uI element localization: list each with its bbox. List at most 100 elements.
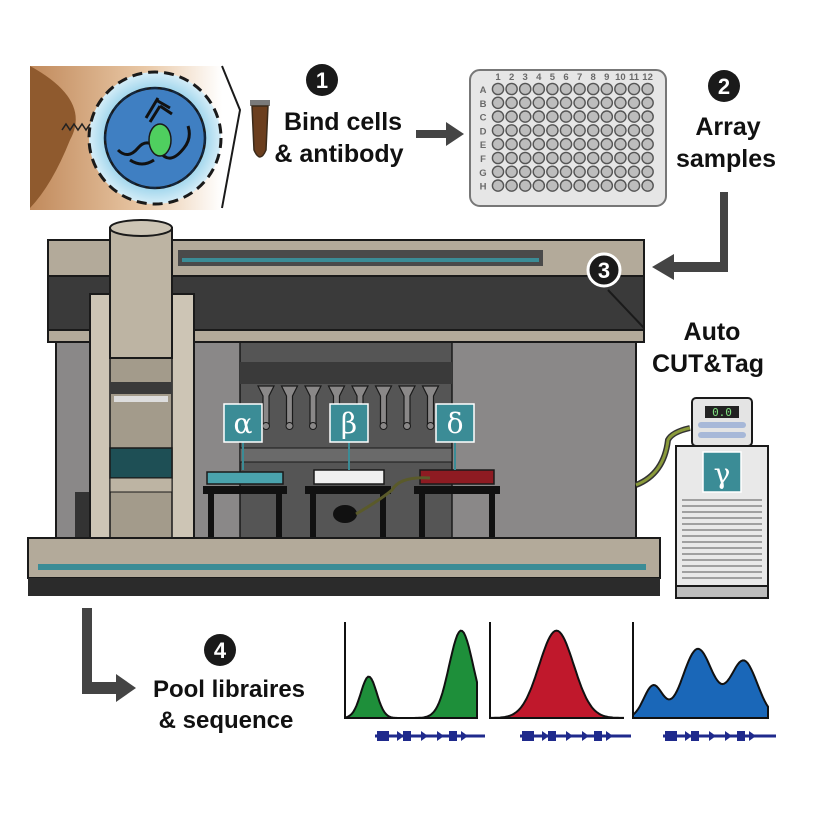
plate-well xyxy=(573,110,586,123)
step-3-number: 3 xyxy=(598,258,610,283)
plate-well xyxy=(505,137,518,151)
plate-well xyxy=(627,124,641,137)
plate-row-label: B xyxy=(480,99,487,110)
chiller-vents xyxy=(682,499,762,579)
plate-well xyxy=(491,165,505,179)
plate-well xyxy=(641,96,654,110)
plate-well xyxy=(641,165,654,179)
plate-well xyxy=(532,165,546,179)
plate-well xyxy=(559,179,573,192)
plate-well xyxy=(641,110,654,123)
plate-well xyxy=(627,151,641,165)
gene-model xyxy=(375,731,485,741)
plate-well xyxy=(491,82,505,96)
plate-well xyxy=(627,82,641,96)
plate-well xyxy=(518,96,532,110)
plate-well xyxy=(614,110,627,123)
plate-well xyxy=(505,124,518,137)
coverage-track xyxy=(489,622,631,741)
cell-panel xyxy=(30,65,270,210)
plate-well xyxy=(641,179,654,192)
chiller-unit: 0.0 γ xyxy=(634,397,769,599)
plate-well xyxy=(546,137,559,151)
plate-well xyxy=(559,165,573,179)
plate-well xyxy=(505,82,518,96)
plate-well xyxy=(532,96,546,110)
arrow-3-to-4 xyxy=(82,608,136,702)
plate-well xyxy=(559,110,573,123)
deck-station-alpha xyxy=(203,471,287,538)
plate-row-label: E xyxy=(480,140,486,151)
plate-well xyxy=(532,137,546,151)
plate-well xyxy=(600,124,614,137)
plate-column-label: 7 xyxy=(577,72,582,83)
step-1-label-line-1: Bind cells xyxy=(284,108,402,136)
plate-row-label: G xyxy=(479,168,486,179)
gene-exon xyxy=(522,731,534,741)
gene-exon xyxy=(737,731,745,741)
label-gamma: γ xyxy=(714,457,731,490)
plate-column-label: 6 xyxy=(563,72,568,83)
lcd-display: 0.0 xyxy=(712,406,732,419)
label-delta: δ xyxy=(447,407,464,440)
step-2-label-line-1: Array xyxy=(695,113,760,141)
plate-well xyxy=(573,151,586,165)
plate-well xyxy=(600,165,614,179)
plate-well xyxy=(641,151,654,165)
step-1-label-line-2: & antibody xyxy=(274,140,403,168)
step-1-badge xyxy=(306,64,338,96)
plate-well xyxy=(641,137,654,151)
plate-well xyxy=(559,82,573,96)
plate-well xyxy=(546,82,559,96)
plate-well xyxy=(491,124,505,137)
plate-well xyxy=(491,151,505,165)
step-4: 4 Pool libraires & sequence xyxy=(153,634,305,734)
gene-exon xyxy=(691,731,699,741)
plate-well xyxy=(600,137,614,151)
robot-instrument: α β δ xyxy=(27,219,661,596)
plate-column-label: 10 xyxy=(615,72,626,83)
step-4-label-line-1: Pool libraires xyxy=(153,676,305,703)
plate-column-label: 11 xyxy=(629,72,640,83)
plate-column-label: 4 xyxy=(536,72,542,83)
step-2-badge xyxy=(708,70,740,102)
plate-well xyxy=(546,124,559,137)
label-beta: β xyxy=(341,407,357,440)
plate-row-label: H xyxy=(480,182,487,193)
plate-well xyxy=(505,179,518,192)
plate-well xyxy=(532,124,546,137)
coverage-peaks xyxy=(489,629,624,719)
step-3: 3 Auto CUT&Tag xyxy=(586,252,764,378)
gene-model xyxy=(520,731,631,741)
plate-well xyxy=(614,124,627,137)
step-4-label-line-2: & sequence xyxy=(159,707,294,734)
plate-well xyxy=(627,137,641,151)
plate-well xyxy=(573,179,586,192)
label-alpha: α xyxy=(234,407,253,440)
plate-wells xyxy=(491,82,654,192)
plate-well xyxy=(505,110,518,123)
plate-well xyxy=(559,124,573,137)
plate-well xyxy=(614,165,627,179)
step-2-label-line-2: samples xyxy=(676,145,776,173)
plate-row-label: D xyxy=(480,126,487,137)
step-2: 2 Array samples xyxy=(676,70,776,173)
plate-column-label: 9 xyxy=(604,72,609,83)
plate-well xyxy=(586,179,600,192)
plate-well xyxy=(600,110,614,123)
plate-column-label: 8 xyxy=(591,72,596,83)
plate-well xyxy=(614,179,627,192)
step-2-number: 2 xyxy=(718,74,730,99)
plate-well xyxy=(627,179,641,192)
plate-well xyxy=(559,137,573,151)
plate-well xyxy=(627,110,641,123)
plate-well xyxy=(559,151,573,165)
plate-well xyxy=(573,82,586,96)
coverage-track xyxy=(632,622,776,741)
plate-well xyxy=(518,124,532,137)
plate-well xyxy=(614,96,627,110)
plate-well xyxy=(546,96,559,110)
